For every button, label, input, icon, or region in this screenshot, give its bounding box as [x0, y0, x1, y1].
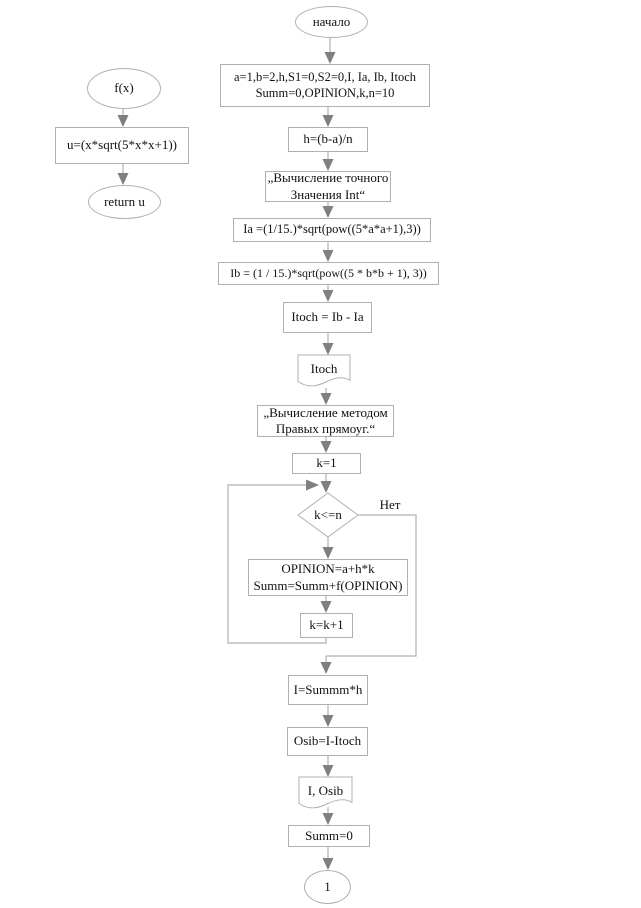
- process-loop-body: OPINION=a+h*k Summ=Summ+f(OPINION): [248, 559, 408, 596]
- arrow-down-icon: [320, 601, 332, 613]
- process-ia: Ia =(1/15.)*sqrt(pow((5*a*a+1),3)): [233, 218, 431, 242]
- arrow-down-icon: [322, 547, 334, 559]
- document-output-text: I, Osib: [307, 782, 344, 798]
- no-branch-text: Нет: [379, 497, 401, 513]
- subroutine-body-label: u=(x*sqrt(5*x*x+1)): [67, 137, 177, 153]
- arrow-down-icon: [322, 115, 334, 127]
- subroutine-body: u=(x*sqrt(5*x*x+1)): [55, 127, 189, 164]
- process-i-calc-label: I=Summm*h: [293, 681, 363, 697]
- process-summ-reset: Summ=0: [288, 825, 370, 847]
- process-init: a=1,b=2,h,S1=0,S2=0,I, Ia, Ib, Itoch Sum…: [220, 64, 430, 107]
- arrow-down-icon: [322, 765, 334, 777]
- arrow-down-icon: [320, 662, 332, 674]
- comment-method-line1: „Вычисление методом: [263, 404, 388, 420]
- arrow-down-icon: [320, 393, 332, 405]
- arrow-down-icon: [322, 206, 334, 218]
- process-summ-reset-label: Summ=0: [305, 827, 353, 843]
- process-osib: Osib=I-Itoch: [287, 727, 368, 756]
- subroutine-start: f(x): [87, 68, 161, 109]
- arrow-down-icon: [322, 813, 334, 825]
- process-k-increment-label: k=k+1: [309, 617, 344, 633]
- decision-condition-label: k<=n: [298, 506, 358, 524]
- document-shape-itoch: [297, 354, 351, 387]
- arrowhead-icons: [117, 52, 336, 870]
- document-itoch-text: Itoch: [310, 360, 338, 376]
- arrow-down-icon: [322, 343, 334, 355]
- comment-exact-line1: „Вычисление точного: [267, 170, 389, 186]
- document-output-label: I, Osib: [299, 780, 352, 802]
- process-ib: Ib = (1 / 15.)*sqrt(pow((5 * b*b + 1), 3…: [218, 262, 439, 285]
- decision-condition-text: k<=n: [314, 506, 342, 522]
- comment-exact-value: „Вычисление точного Значения Int“: [265, 170, 391, 202]
- process-i-calc: I=Summm*h: [288, 675, 368, 705]
- subroutine-return-label: return u: [104, 193, 145, 209]
- arrow-down-icon: [322, 250, 334, 262]
- process-ia-label: Ia =(1/15.)*sqrt(pow((5*a*a+1),3)): [243, 222, 421, 237]
- process-init-line1: a=1,b=2,h,S1=0,S2=0,I, Ia, Ib, Itoch: [234, 69, 416, 84]
- no-branch-line: [326, 514, 417, 657]
- process-itoch: Itoch = Ib - Ia: [283, 302, 372, 333]
- no-branch-label: Нет: [370, 497, 410, 514]
- arrow-down-icon: [117, 115, 129, 127]
- process-itoch-label: Itoch = Ib - Ia: [291, 309, 364, 325]
- loop-back-line: [227, 484, 327, 644]
- comment-method-line2: Правых прямоуг.“: [275, 421, 376, 436]
- document-itoch-label: Itoch: [298, 358, 350, 380]
- process-k-increment: k=k+1: [300, 613, 353, 638]
- connector-circle-label: 1: [324, 878, 331, 894]
- arrow-down-icon: [322, 858, 334, 870]
- terminal-start-label: начало: [312, 13, 351, 29]
- arrow-down-icon: [320, 441, 332, 453]
- arrow-down-icon: [322, 159, 334, 171]
- process-h-step: h=(b-a)/n: [288, 127, 368, 152]
- process-ib-label: Ib = (1 / 15.)*sqrt(pow((5 * b*b + 1), 3…: [230, 266, 427, 280]
- document-shape-output: [298, 776, 353, 809]
- process-k-init: k=1: [292, 453, 361, 474]
- subroutine-return: return u: [88, 185, 161, 219]
- comment-method: „Вычисление методом Правых прямоуг.“: [257, 405, 394, 437]
- process-init-line2: Summ=0,OPINION,k,n=10: [255, 85, 395, 100]
- comment-exact-line2: Значения Int“: [290, 186, 366, 202]
- process-loop-body-line2: Summ=Summ+f(OPINION): [253, 577, 403, 593]
- arrow-down-icon: [320, 481, 332, 493]
- arrow-down-icon: [117, 173, 129, 185]
- process-osib-label: Osib=I-Itoch: [293, 733, 362, 749]
- process-k-init-label: k=1: [316, 455, 337, 471]
- connector-circle: 1: [304, 870, 351, 904]
- arrow-down-icon: [322, 290, 334, 302]
- process-h-step-label: h=(b-a)/n: [303, 131, 353, 147]
- process-loop-body-line1: OPINION=a+h*k: [281, 561, 375, 577]
- arrow-down-icon: [324, 52, 336, 64]
- subroutine-start-label: f(x): [114, 80, 134, 96]
- decision-diamond-shape: [297, 492, 359, 538]
- terminal-start: начало: [295, 6, 368, 38]
- arrow-down-icon: [322, 715, 334, 727]
- arrow-right-icon: [306, 479, 319, 491]
